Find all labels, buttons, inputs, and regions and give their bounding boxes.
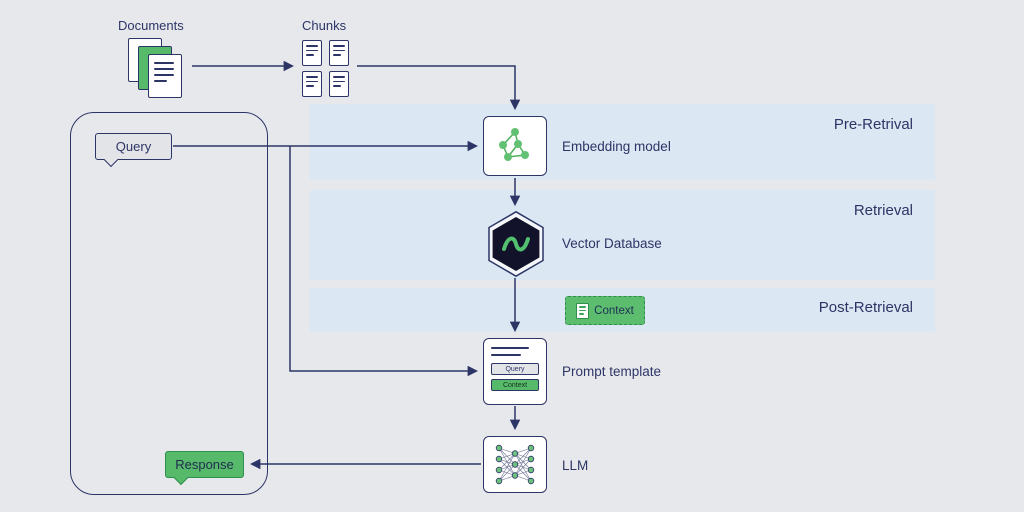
context-tag: Context	[565, 296, 645, 325]
prompt-template-label: Prompt template	[562, 364, 662, 379]
weaviate-logo-icon	[502, 236, 530, 252]
vector-database-label: Vector Database	[562, 236, 662, 251]
prompt-text-line	[491, 354, 521, 356]
chunk-icon	[329, 40, 349, 66]
stage-label-pre-retrieval: Pre-Retrival	[833, 116, 913, 133]
chunk-icon	[302, 40, 322, 66]
embedding-model-label: Embedding model	[562, 139, 671, 154]
embedding-network-icon	[499, 128, 529, 161]
query-label: Query	[115, 139, 152, 154]
llm-label: LLM	[562, 458, 589, 473]
embedding-model-node	[483, 116, 547, 176]
prompt-template-node: Query Context	[483, 338, 547, 405]
llm-node	[483, 436, 547, 493]
stage-band-retrieval: Retrieval	[310, 190, 935, 280]
prompt-query-chip: Query	[491, 363, 539, 375]
response-label: Response	[175, 457, 234, 472]
context-label: Context	[594, 304, 634, 317]
documents-label: Documents	[118, 18, 184, 33]
query-bubble: Query	[95, 133, 172, 167]
document-page-lines-icon	[148, 54, 182, 98]
stage-label-retrieval: Retrieval	[853, 202, 913, 219]
prompt-text-line	[491, 347, 529, 349]
arrow-chunks-to-embedding	[357, 65, 521, 111]
llm-network-icon	[495, 444, 535, 485]
context-doc-icon	[576, 302, 590, 319]
chunks-label: Chunks	[302, 18, 347, 33]
query-response-container	[70, 112, 268, 495]
chunk-icon	[302, 71, 322, 97]
stage-label-post-retrieval: Post-Retrieval	[818, 299, 913, 316]
chunk-icon	[329, 71, 349, 97]
prompt-context-chip: Context	[491, 379, 539, 391]
documents-stack-icon	[128, 38, 188, 102]
vector-database-hexagon-icon	[488, 211, 544, 277]
response-bubble: Response	[165, 451, 244, 485]
